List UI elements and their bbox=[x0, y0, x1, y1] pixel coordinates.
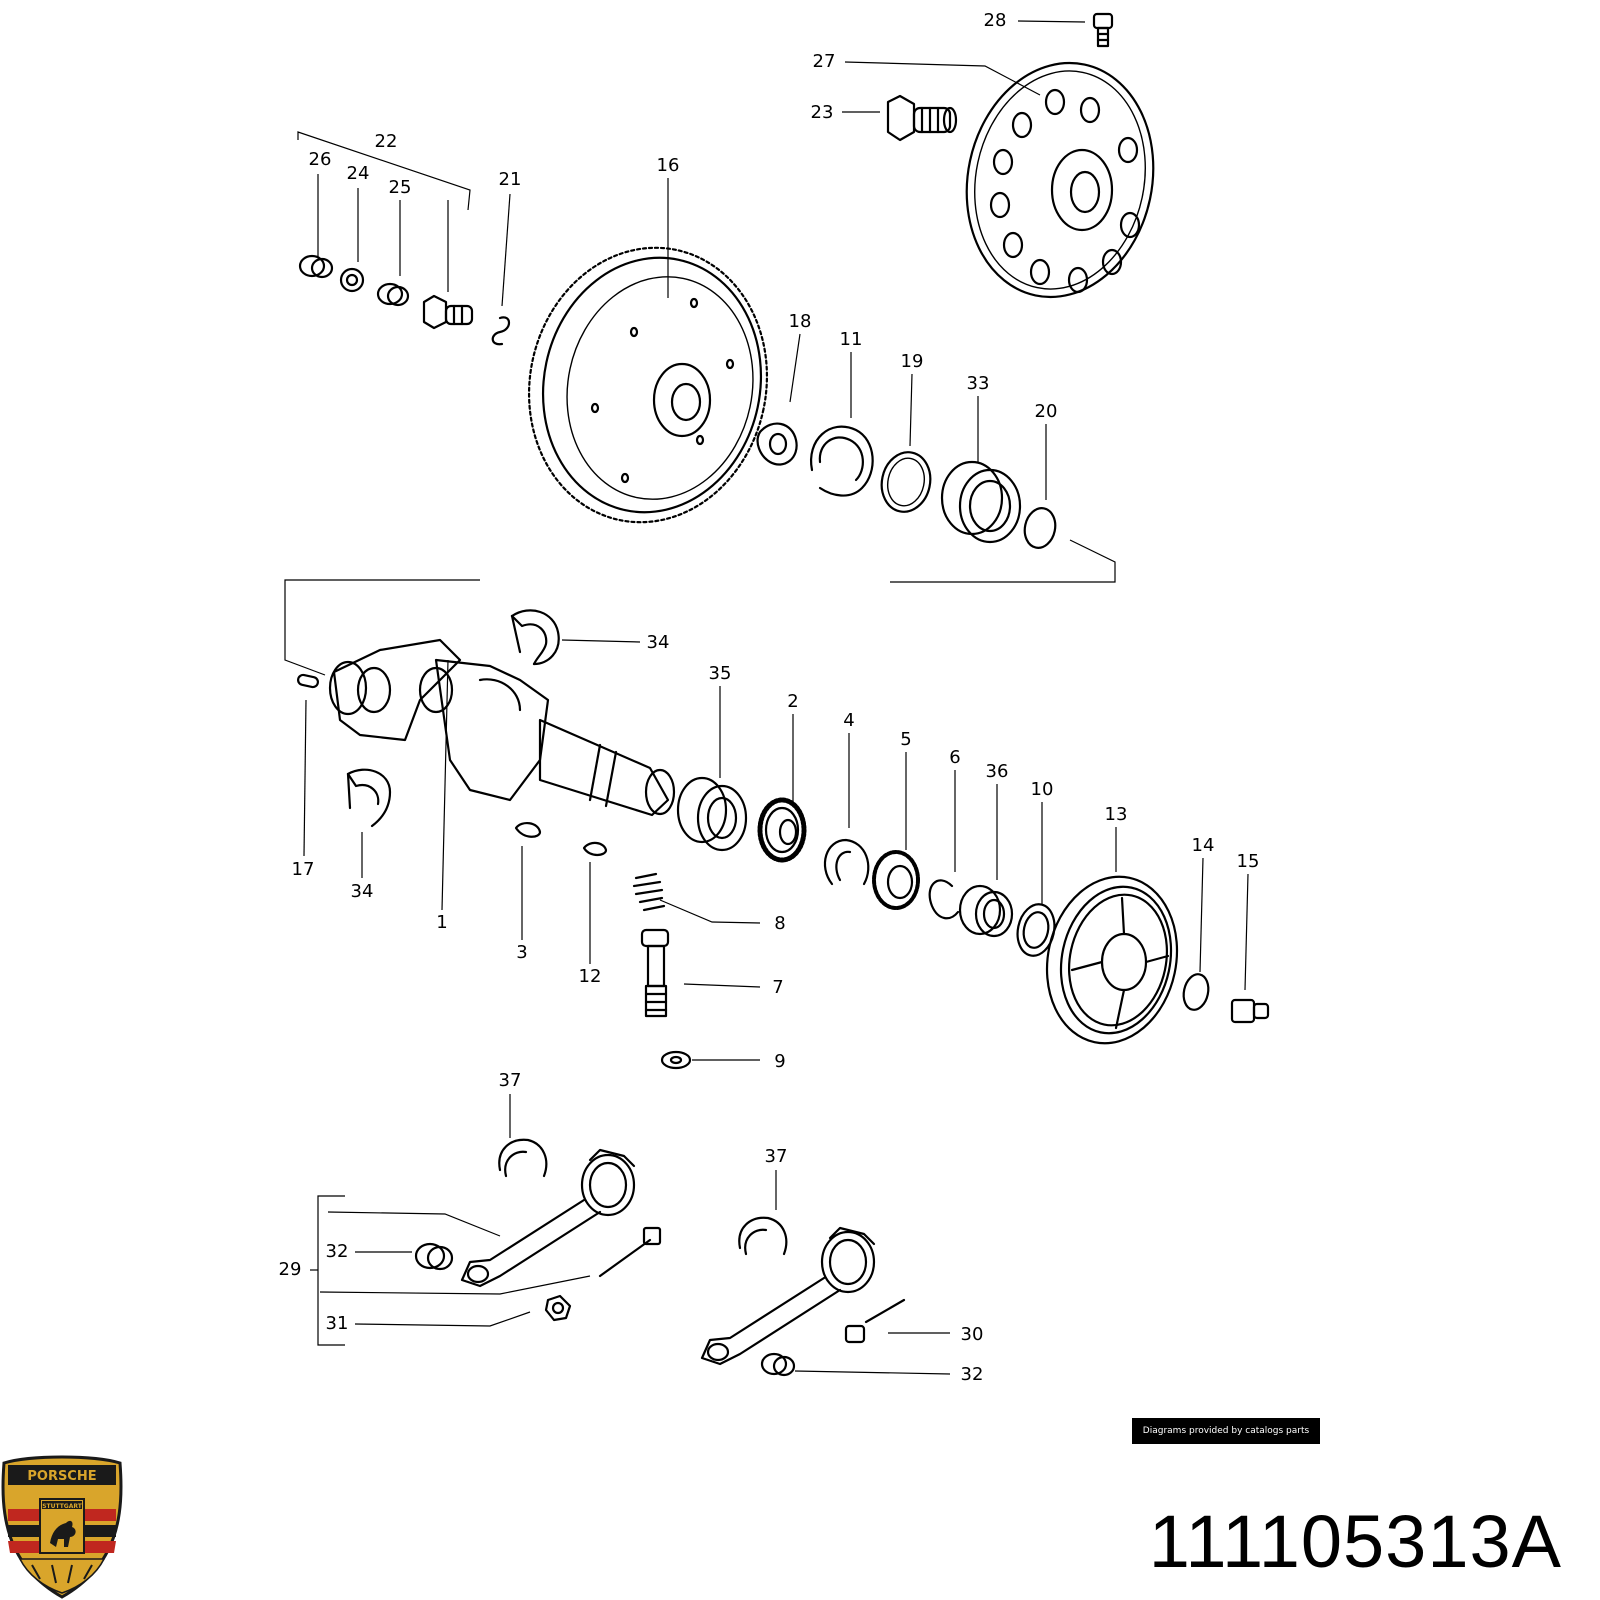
part-33-main-bearing bbox=[940, 460, 1022, 544]
part-32-small-end-bushing-left bbox=[414, 1242, 454, 1271]
part-14-washer bbox=[1182, 973, 1210, 1011]
callout-27: 27 bbox=[813, 51, 836, 72]
callout-26: 26 bbox=[309, 149, 332, 170]
part-15-pulley-bolt bbox=[1230, 998, 1270, 1024]
callout-7: 7 bbox=[772, 977, 783, 998]
rod-bolt-left bbox=[598, 1226, 662, 1278]
part-28-bolt bbox=[1092, 12, 1114, 48]
part-21-clip bbox=[491, 316, 511, 346]
part-20-o-ring bbox=[1023, 507, 1057, 549]
part-6-circlip bbox=[928, 879, 960, 920]
part-37-rod-bearing-left bbox=[498, 1138, 548, 1178]
callout-23: 23 bbox=[811, 102, 834, 123]
svg-text:PORSCHE: PORSCHE bbox=[27, 1469, 96, 1484]
callout-35: 35 bbox=[709, 663, 732, 684]
part-11-bearing-shell bbox=[809, 425, 874, 497]
callout-32-left: 32 bbox=[326, 1241, 349, 1262]
callout-37-right: 37 bbox=[765, 1146, 788, 1167]
callout-29: 29 bbox=[279, 1259, 302, 1280]
part-29-connecting-rod-right bbox=[700, 1226, 876, 1366]
callout-11: 11 bbox=[840, 329, 863, 350]
callout-10: 10 bbox=[1031, 779, 1054, 800]
callout-31: 31 bbox=[326, 1313, 349, 1334]
part-30-rod-bolt bbox=[844, 1298, 906, 1344]
callout-6: 6 bbox=[949, 747, 960, 768]
callout-32-right: 32 bbox=[961, 1364, 984, 1385]
callout-3: 3 bbox=[516, 942, 527, 963]
part-36-bearing bbox=[958, 884, 1014, 938]
part-17-dowel bbox=[297, 673, 319, 689]
callout-22: 22 bbox=[375, 131, 398, 152]
part-1-crankshaft bbox=[328, 638, 676, 817]
callout-15: 15 bbox=[1237, 851, 1260, 872]
part-7-distributor-drive-gear bbox=[640, 928, 670, 1018]
callout-21: 21 bbox=[499, 169, 522, 190]
part-10-oil-seal bbox=[1016, 903, 1056, 957]
callout-14: 14 bbox=[1192, 835, 1215, 856]
svg-text:STUTTGART: STUTTGART bbox=[42, 1503, 83, 1510]
callout-25: 25 bbox=[389, 177, 412, 198]
part-19-shim bbox=[880, 451, 932, 513]
part-27-drive-plate bbox=[965, 61, 1155, 299]
part-29-connecting-rod-left bbox=[460, 1148, 636, 1288]
part-24-felt-ring bbox=[339, 267, 365, 293]
callout-16: 16 bbox=[657, 155, 680, 176]
callout-30: 30 bbox=[961, 1324, 984, 1345]
part-8-spring bbox=[632, 872, 666, 912]
part-32-small-end-bushing-right bbox=[760, 1352, 796, 1377]
callout-18: 18 bbox=[789, 311, 812, 332]
part-37-rod-bearing-right bbox=[738, 1216, 788, 1256]
callout-12: 12 bbox=[579, 966, 602, 987]
callout-17: 17 bbox=[292, 859, 315, 880]
part-22-gland-nut-small bbox=[422, 294, 474, 330]
callout-34-top: 34 bbox=[647, 632, 670, 653]
callout-37-left: 37 bbox=[499, 1070, 522, 1091]
callout-34-bottom: 34 bbox=[351, 881, 374, 902]
part-12-woodruff-key bbox=[582, 841, 608, 857]
part-31-rod-nut bbox=[544, 1294, 572, 1322]
callout-13: 13 bbox=[1105, 804, 1128, 825]
part-number: 111105313A bbox=[1148, 1500, 1562, 1583]
part-35-main-bearing bbox=[676, 776, 748, 852]
callout-9: 9 bbox=[774, 1051, 785, 1072]
callout-19: 19 bbox=[901, 351, 924, 372]
part-13-pulley bbox=[1045, 875, 1179, 1045]
callout-5: 5 bbox=[900, 729, 911, 750]
part-2-distributor-gear bbox=[757, 797, 807, 863]
part-18-washer bbox=[756, 422, 798, 466]
callout-36: 36 bbox=[986, 761, 1009, 782]
porsche-crest-logo: PORSCHE STUTTGART bbox=[1, 1455, 123, 1599]
callout-20: 20 bbox=[1035, 401, 1058, 422]
callout-2: 2 bbox=[787, 691, 798, 712]
callout-24: 24 bbox=[347, 163, 370, 184]
callout-33: 33 bbox=[967, 373, 990, 394]
leader-lines bbox=[284, 20, 1249, 1375]
callout-8: 8 bbox=[774, 913, 785, 934]
part-5-crank-gear bbox=[872, 850, 920, 910]
callout-1: 1 bbox=[436, 912, 447, 933]
part-26-bushing bbox=[298, 254, 334, 279]
part-3-woodruff-key bbox=[514, 822, 542, 838]
part-34-bearing-shell-top bbox=[510, 609, 560, 666]
part-25-pilot-bearing bbox=[376, 282, 410, 307]
part-34-bearing-shell-bottom bbox=[346, 768, 392, 828]
callout-28: 28 bbox=[984, 10, 1007, 31]
diagram-credit-badge: Diagrams provided by catalogs parts bbox=[1132, 1418, 1320, 1444]
part-9-washer bbox=[660, 1050, 692, 1070]
part-4-spacer bbox=[823, 838, 870, 886]
part-23-gland-nut bbox=[886, 94, 958, 142]
part-16-flywheel bbox=[527, 246, 769, 524]
callout-4: 4 bbox=[843, 710, 854, 731]
